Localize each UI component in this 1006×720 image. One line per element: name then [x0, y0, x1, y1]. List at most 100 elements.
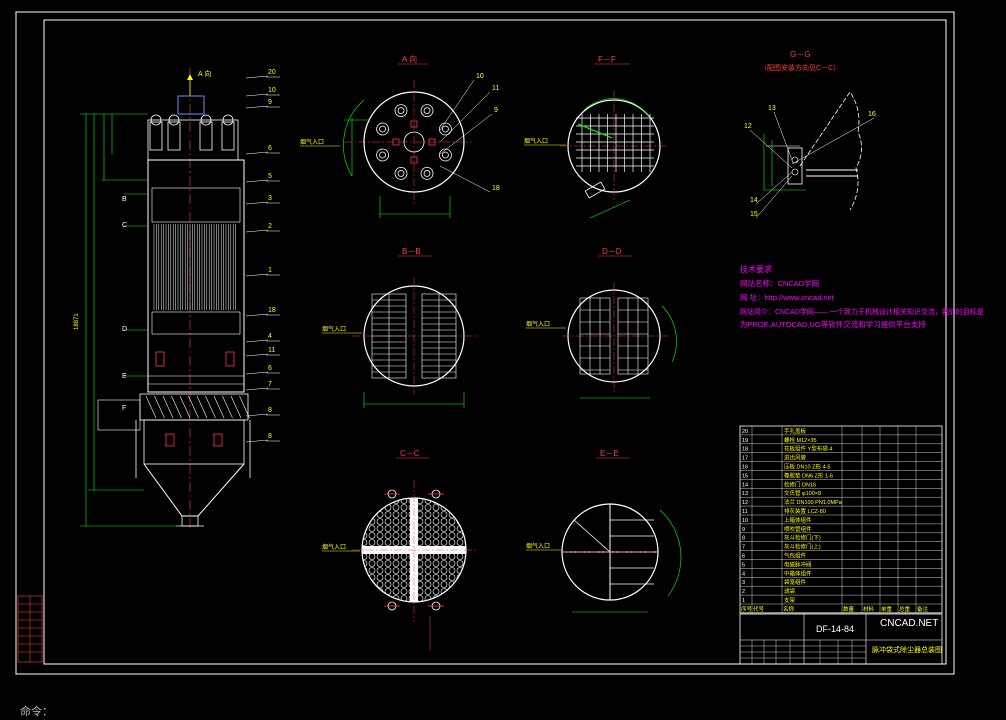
section-d-inlet-label: 烟气入口	[526, 320, 550, 328]
bag-hole-inner	[397, 170, 405, 177]
title-block[interactable]: DF-14-84 CNCAD.NET 脉冲袋式除尘器总装图	[739, 613, 943, 665]
leader-line	[245, 339, 269, 343]
section-b-b[interactable]: B－B 烟气入口	[322, 247, 476, 408]
section-g-title: G－G	[790, 50, 810, 59]
bom-item-no: 11	[742, 509, 748, 515]
section-b-inlet-label: 烟气入口	[322, 325, 346, 333]
section-f-inlet-label: 烟气入口	[524, 137, 548, 145]
bag-hole-inner	[397, 107, 405, 114]
part-balloon: 8	[268, 433, 272, 440]
bom-item-no: 8	[742, 536, 745, 542]
part-balloon: 11	[492, 85, 499, 92]
main-elevation-view[interactable]: A 向	[74, 68, 280, 530]
guide-slat	[188, 395, 199, 419]
section-f-title: F－F	[598, 55, 616, 64]
pulse-valve	[167, 121, 181, 151]
bom-item-name: 袋笼组件	[784, 578, 807, 586]
leader-line	[749, 129, 793, 169]
guide-slat	[196, 395, 208, 419]
part-balloon: 5	[268, 173, 272, 180]
part-balloon: 9	[268, 99, 272, 106]
leader-line	[245, 313, 269, 317]
bag-hole-inner	[379, 151, 386, 159]
leader-line	[245, 151, 269, 155]
leader-line	[439, 113, 493, 155]
leader-line	[245, 93, 269, 97]
inner-frame	[43, 19, 947, 665]
bom-item-name: 上箱体组件	[784, 516, 812, 524]
tech-line-1[interactable]: 网 址：http://www.cncad.net	[740, 292, 835, 302]
bom-item-no: 15	[742, 473, 748, 479]
leader-line	[755, 175, 793, 219]
section-marker-c: C	[122, 222, 127, 229]
bag-hole-inner	[423, 107, 431, 114]
part-balloon: 18	[268, 307, 276, 314]
guide-slat	[213, 395, 225, 419]
drawing-number: DF-14-84	[816, 624, 854, 634]
bom-item-no: 9	[742, 527, 745, 533]
part-balloon: 14	[750, 197, 758, 204]
support-beam	[573, 519, 611, 553]
leader-line	[245, 229, 269, 233]
bom-item-no: 6	[742, 554, 745, 560]
valve-seat	[410, 120, 418, 128]
bag-hole	[394, 167, 408, 180]
section-d-title: D－D	[602, 247, 622, 256]
part-balloon: 18	[492, 185, 500, 192]
leader-line	[245, 387, 269, 391]
section-marker-e: E	[122, 373, 127, 380]
valve-seat	[410, 156, 418, 164]
bom-item-name: 电磁脉冲阀	[784, 560, 812, 568]
bom-item-name: 花板组件 Y型布袋-4	[784, 445, 833, 453]
pulse-valve	[221, 121, 235, 151]
leader-line	[245, 201, 269, 205]
bom-item-no: 20	[742, 429, 748, 435]
bom-item-name: 支架	[784, 596, 796, 604]
bag-hole	[376, 122, 389, 136]
part-balloon: 7	[268, 381, 272, 388]
command-line[interactable]: 命令：	[20, 707, 53, 719]
part-balloon: 2	[268, 223, 272, 230]
pulse-valve	[199, 121, 213, 151]
bom-item-no: 4	[742, 571, 745, 577]
section-c-c[interactable]: C－C 烟气入口	[322, 449, 476, 650]
company-name: CNCAD.NET	[880, 618, 938, 629]
bom-item-no: 1	[742, 598, 745, 604]
part-balloon: 9	[494, 107, 498, 114]
section-f-f[interactable]: F－F 烟气入口	[524, 55, 668, 219]
leader-line	[791, 117, 875, 165]
section-e-e[interactable]: E－E 烟气入口	[526, 449, 682, 613]
leader-line	[245, 273, 269, 277]
bag-hole-inner	[423, 170, 431, 177]
bom-item-name: 法兰 DN100 PN1.0MPa	[784, 498, 843, 506]
bom-header-cell: 名称	[783, 605, 795, 613]
leader-line	[245, 371, 269, 375]
bom-item-name: 喷吹管组件	[784, 525, 812, 533]
leader-line	[245, 105, 269, 109]
bom-frame	[739, 425, 943, 614]
part-balloon: 20	[268, 69, 276, 76]
valve-cap	[150, 114, 162, 126]
part-balloon: 10	[268, 87, 276, 94]
bom-header-cell: 总重	[899, 605, 911, 613]
section-d-d[interactable]: D－D 烟气入口	[526, 247, 677, 399]
bag-bank	[579, 297, 611, 375]
leader-line	[439, 79, 475, 131]
bag-hole	[439, 122, 452, 136]
section-marker-f: F	[122, 405, 126, 412]
bom-header-cell: 数量	[843, 605, 855, 613]
part-balloon: 4	[268, 333, 272, 340]
part-balloon: 15	[750, 211, 758, 218]
section-marker-d: D	[122, 326, 127, 333]
guide-slat	[222, 395, 233, 419]
bom-item-no: 18	[742, 447, 748, 453]
section-c-title: C－C	[400, 449, 420, 458]
bom-item-no: 2	[742, 589, 745, 595]
tech-title: 技术要求	[740, 264, 772, 274]
bom-item-no: 10	[742, 518, 748, 524]
